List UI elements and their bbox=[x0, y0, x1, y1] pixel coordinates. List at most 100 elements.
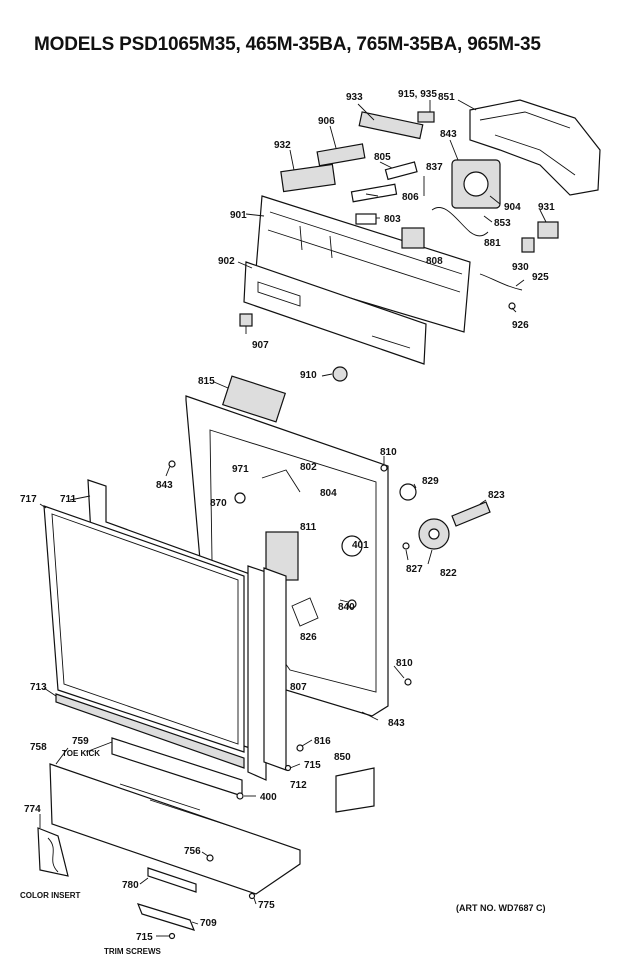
part-713-rail bbox=[55, 693, 245, 769]
part-851-bracket bbox=[469, 99, 601, 196]
label-837: 837 bbox=[426, 162, 443, 173]
caption-color-insert: COLOR INSERT bbox=[20, 891, 81, 900]
label-815: 815 bbox=[198, 376, 215, 387]
part-806-plate bbox=[350, 183, 398, 203]
label-931: 931 bbox=[538, 202, 555, 213]
label-807: 807 bbox=[290, 682, 307, 693]
label-811: 811 bbox=[300, 522, 317, 533]
label-717: 717 bbox=[20, 494, 37, 505]
label-715-mid: 715 bbox=[304, 760, 321, 771]
part-843-screw-left bbox=[168, 460, 176, 468]
art-number-note: (ART NO. WD7687 C) bbox=[456, 903, 546, 913]
part-712-trim bbox=[247, 565, 267, 781]
label-810-top: 810 bbox=[380, 447, 397, 458]
part-901-detail bbox=[267, 211, 463, 293]
label-930: 930 bbox=[512, 262, 529, 273]
part-756-screw bbox=[206, 854, 214, 862]
label-711: 711 bbox=[60, 494, 77, 505]
label-925: 925 bbox=[532, 272, 549, 283]
label-400: 400 bbox=[260, 792, 277, 803]
part-933-strip bbox=[358, 111, 424, 140]
part-926-screw bbox=[508, 302, 516, 310]
part-758-detail bbox=[119, 783, 231, 827]
label-853: 853 bbox=[494, 218, 511, 229]
part-902-detail bbox=[257, 281, 411, 349]
part-inner-door-inset bbox=[209, 429, 377, 693]
label-840: 840 bbox=[338, 602, 355, 613]
part-915-clip bbox=[417, 111, 435, 123]
part-717-door-panel bbox=[43, 505, 245, 753]
part-907-clip bbox=[239, 313, 253, 327]
caption-trim-screws: TRIM SCREWS bbox=[104, 947, 162, 956]
part-401-cap bbox=[341, 535, 363, 557]
label-851: 851 bbox=[438, 92, 455, 103]
label-803: 803 bbox=[384, 214, 401, 225]
label-715-bot: 715 bbox=[136, 932, 153, 943]
part-803-button bbox=[355, 213, 377, 225]
label-932: 932 bbox=[274, 140, 291, 151]
part-930-switch bbox=[521, 237, 535, 253]
label-774: 774 bbox=[24, 804, 41, 815]
label-926: 926 bbox=[512, 320, 529, 331]
label-758: 758 bbox=[30, 742, 47, 753]
caption-toe-kick: TOE KICK bbox=[62, 749, 100, 758]
part-715-screw-bot bbox=[168, 932, 176, 940]
part-906-switch bbox=[316, 143, 366, 167]
label-712: 712 bbox=[290, 780, 307, 791]
part-925-wire bbox=[479, 273, 523, 291]
part-labels: 933 915, 935 851 906 843 932 805 837 806… bbox=[20, 89, 555, 943]
part-774-insert-curve bbox=[47, 837, 59, 873]
part-822-hub bbox=[428, 528, 440, 540]
label-971: 971 bbox=[232, 464, 249, 475]
part-826-latch bbox=[291, 597, 319, 627]
label-829: 829 bbox=[422, 476, 439, 487]
part-851-detail bbox=[479, 111, 576, 176]
label-759: 759 bbox=[72, 736, 89, 747]
label-401: 401 bbox=[352, 540, 369, 551]
part-904-knob bbox=[463, 171, 489, 197]
part-808-block bbox=[401, 227, 425, 249]
part-715-screw-mid bbox=[284, 764, 292, 772]
label-713: 713 bbox=[30, 682, 47, 693]
part-709-trim bbox=[136, 903, 196, 931]
label-810-bot: 810 bbox=[396, 658, 413, 669]
part-717-inner-edge bbox=[51, 513, 239, 745]
part-932-switch bbox=[280, 163, 336, 193]
label-843-top: 843 bbox=[440, 129, 457, 140]
part-827-screw bbox=[402, 542, 410, 550]
label-802: 802 bbox=[300, 462, 317, 473]
part-931-switch bbox=[537, 221, 559, 239]
part-807-trim bbox=[263, 567, 287, 771]
part-816-screw bbox=[296, 744, 304, 752]
part-843-screw-bot bbox=[361, 711, 379, 721]
label-806: 806 bbox=[402, 192, 419, 203]
label-902: 902 bbox=[218, 256, 235, 267]
label-910: 910 bbox=[300, 370, 317, 381]
part-780-trim bbox=[147, 867, 197, 893]
label-775: 775 bbox=[258, 900, 275, 911]
part-823-screw bbox=[451, 501, 491, 527]
label-808: 808 bbox=[426, 256, 443, 267]
label-901: 901 bbox=[230, 210, 247, 221]
label-843-left: 843 bbox=[156, 480, 173, 491]
part-910-knob bbox=[332, 366, 348, 382]
label-881: 881 bbox=[484, 238, 501, 249]
label-805: 805 bbox=[374, 152, 391, 163]
label-822: 822 bbox=[440, 568, 457, 579]
part-758-kick-panel bbox=[49, 763, 301, 895]
part-805-plate bbox=[384, 161, 418, 181]
label-907: 907 bbox=[252, 340, 269, 351]
label-756: 756 bbox=[184, 846, 201, 857]
part-802-hinge bbox=[261, 469, 301, 493]
leader-lines bbox=[39, 99, 547, 937]
part-870-spring bbox=[234, 492, 246, 504]
part-810-screw-bot bbox=[404, 678, 412, 686]
part-850-bracket bbox=[335, 767, 375, 813]
label-709: 709 bbox=[200, 918, 217, 929]
label-780: 780 bbox=[122, 880, 139, 891]
label-904: 904 bbox=[504, 202, 521, 213]
label-823: 823 bbox=[488, 490, 505, 501]
part-901-console bbox=[255, 195, 471, 333]
part-815-vent bbox=[221, 375, 287, 423]
